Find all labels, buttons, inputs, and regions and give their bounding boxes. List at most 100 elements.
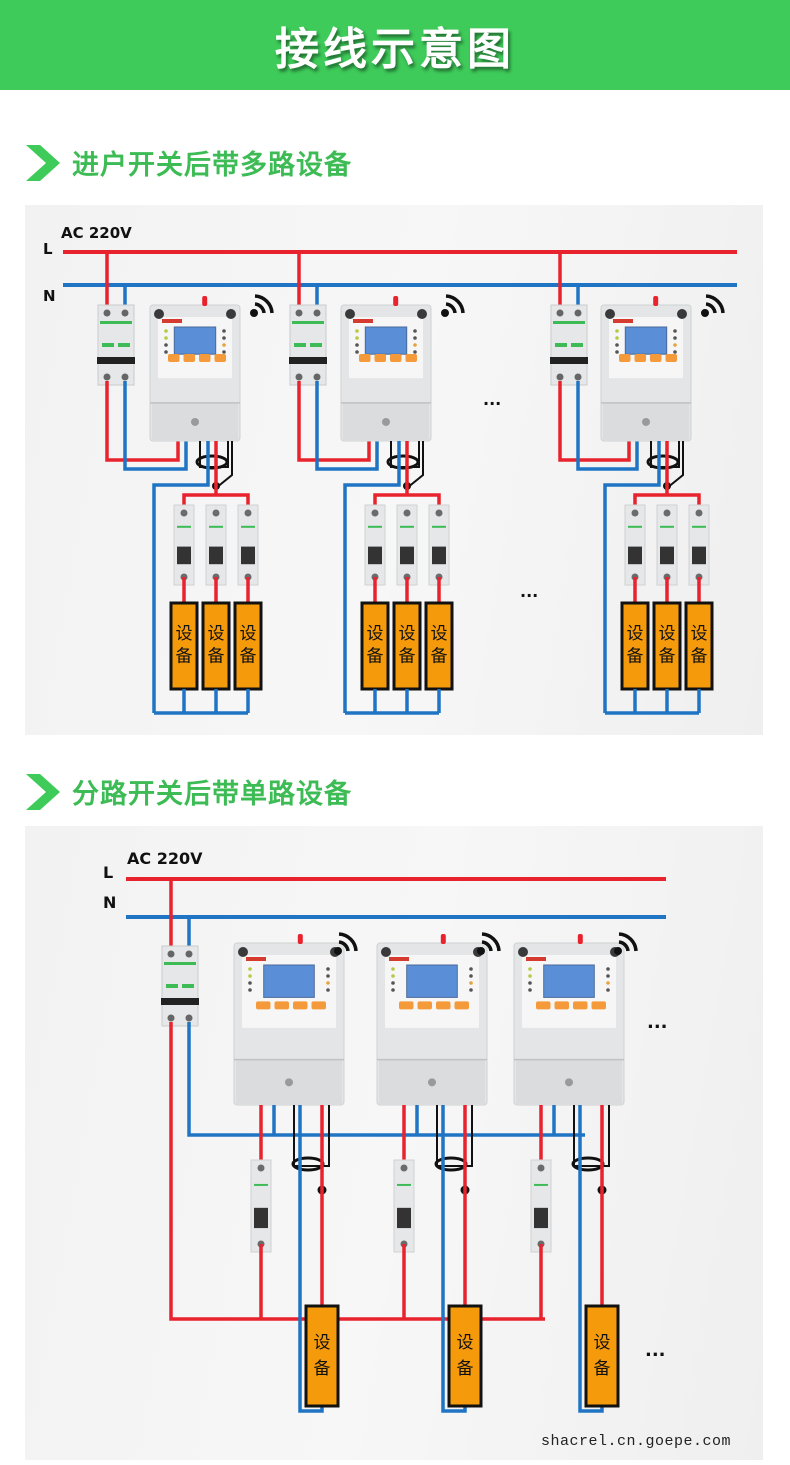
neutral-return-wire	[343, 441, 401, 713]
signal-wire	[390, 441, 420, 468]
meter-key	[436, 1001, 451, 1010]
device-rect	[360, 601, 390, 691]
terminal-screw	[313, 309, 321, 317]
device-rect	[304, 1304, 340, 1408]
branch-breaker	[393, 1159, 415, 1253]
breaker-toggle	[432, 546, 446, 565]
terminal-screw	[185, 950, 193, 958]
terminal-screw	[167, 950, 175, 958]
branch-breaker	[688, 504, 710, 586]
terminal-screw	[313, 373, 321, 381]
breaker-brand-strip	[660, 525, 674, 528]
status-led	[391, 981, 395, 985]
live-branch-bus	[373, 493, 441, 512]
section-heading-2: 分路开关后带单路设备	[26, 772, 352, 811]
signal-wire	[406, 441, 424, 489]
terminal-screw	[403, 509, 411, 517]
branch-breaker	[205, 504, 227, 586]
breaker-brand-strip	[209, 525, 223, 528]
wiring-diagram-2-svg: AC 220VLN设备设备设备......	[103, 849, 668, 1413]
breaker-indicator	[294, 343, 306, 347]
lcd-screen	[543, 964, 595, 998]
terminal-screw	[212, 509, 220, 517]
neutral-line-label: N	[103, 893, 116, 912]
wifi-signal-icon	[250, 294, 274, 317]
meter-key	[554, 1001, 569, 1010]
terminal-screw	[295, 309, 303, 317]
meter-key	[405, 353, 417, 362]
device-box: 设备	[201, 601, 231, 691]
live-branch-bus	[182, 493, 250, 512]
terminal-screw	[537, 1164, 545, 1172]
status-led	[528, 967, 532, 971]
lcd-screen	[364, 326, 408, 355]
wifi-arc	[705, 294, 725, 314]
breaker-brand-strip	[397, 1183, 411, 1186]
meter-key	[256, 1001, 271, 1010]
branch-breaker	[364, 504, 386, 586]
terminal-screw	[167, 1014, 175, 1022]
brand-logo	[389, 957, 409, 961]
status-led	[606, 974, 610, 978]
chevron-right-icon	[26, 144, 60, 181]
breaker-brand-strip	[400, 525, 414, 528]
meter-key	[168, 353, 180, 362]
device-label: 备	[367, 646, 384, 666]
ellipsis-more-meters: ...	[647, 1012, 668, 1033]
main-breaker	[289, 304, 327, 386]
terminal-screw	[695, 509, 703, 517]
antenna	[393, 296, 399, 306]
breaker-toggle	[660, 546, 674, 565]
status-led	[355, 350, 359, 354]
branch-breaker	[396, 504, 418, 586]
breaker-body	[237, 504, 259, 586]
terminal-screw	[663, 509, 671, 517]
terminal-screw	[295, 373, 303, 381]
device-box: 设备	[652, 601, 682, 691]
main-breaker	[97, 304, 135, 386]
current-transformer-ring	[386, 454, 420, 470]
device-label: 备	[659, 646, 676, 666]
status-led	[469, 967, 473, 971]
mounting-screw	[154, 309, 164, 319]
main-breaker	[161, 945, 199, 1027]
breaker-body	[428, 504, 450, 586]
meter-key	[374, 353, 386, 362]
status-led	[469, 981, 473, 985]
breaker-indicator	[102, 343, 114, 347]
meter-supply-neutral-wire	[123, 381, 188, 471]
meter-unit	[233, 934, 345, 1106]
breaker-brand-strip	[177, 525, 191, 528]
status-led	[222, 350, 226, 354]
meter-key	[390, 353, 402, 362]
status-led	[326, 981, 330, 985]
terminal-screw	[556, 373, 564, 381]
breaker-toggle-bar	[161, 998, 199, 1005]
mounting-screw	[677, 309, 687, 319]
wifi-arc	[338, 940, 350, 952]
terminal-screw	[574, 309, 582, 317]
terminal-screw	[103, 309, 111, 317]
antenna	[653, 296, 659, 306]
breaker-toggle	[254, 1207, 268, 1229]
supply-voltage-label: AC 220V	[127, 849, 203, 868]
terminal-cover-screw	[428, 1078, 436, 1087]
meter-key	[311, 1001, 326, 1010]
status-led	[326, 967, 330, 971]
terminal-screw	[400, 1164, 408, 1172]
device-box: 设备	[360, 601, 390, 691]
current-transformer-ring	[434, 1156, 468, 1172]
meter-supply-neutral-wire	[576, 381, 639, 471]
neutral-return-wire	[603, 441, 661, 713]
breaker-brand-strip	[692, 525, 706, 528]
status-led	[606, 981, 610, 985]
device-label: 设	[176, 624, 193, 644]
status-led	[615, 343, 619, 347]
terminal-screw	[556, 309, 564, 317]
status-led	[355, 336, 359, 340]
device-label: 设	[457, 1333, 474, 1353]
meter-key	[591, 1001, 606, 1010]
meter-key	[454, 1001, 469, 1010]
status-led	[615, 350, 619, 354]
